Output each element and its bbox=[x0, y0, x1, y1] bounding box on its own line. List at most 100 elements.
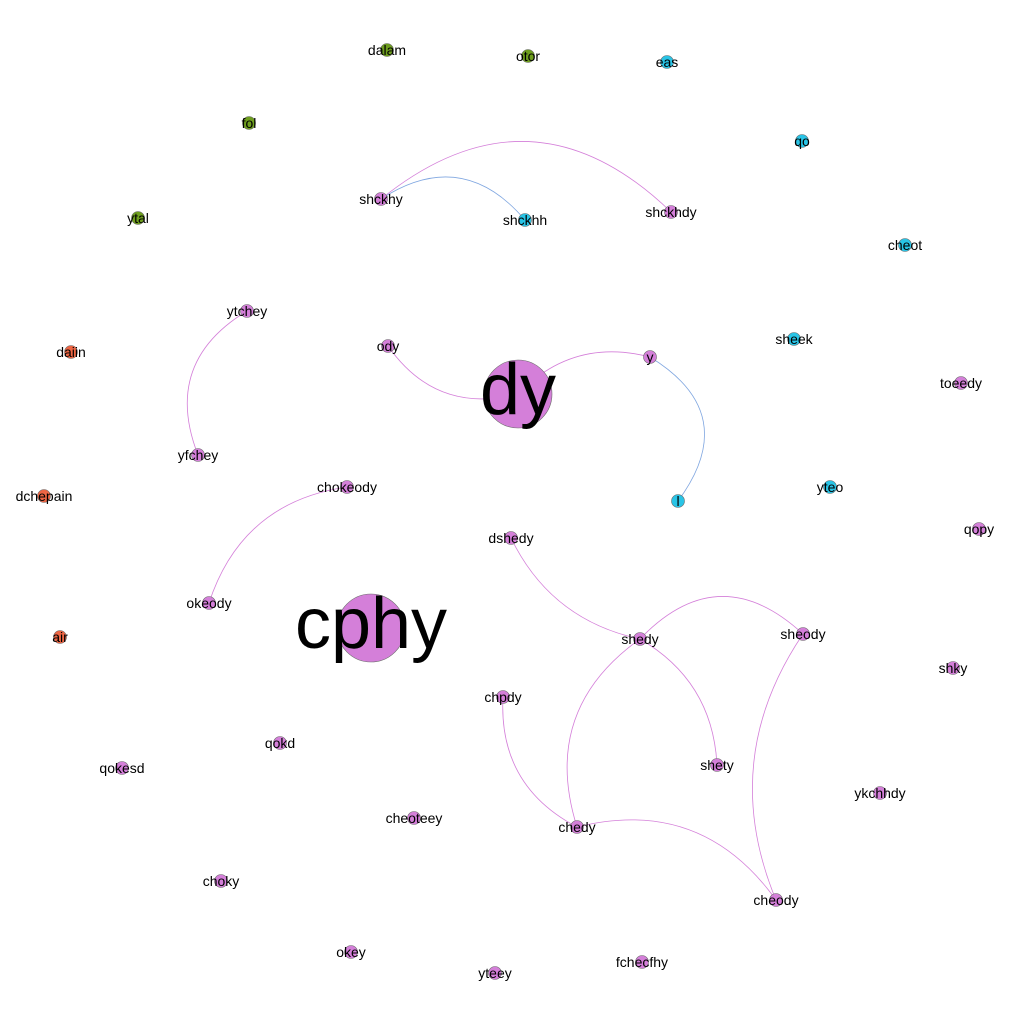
node-dy[interactable]: dy bbox=[480, 350, 556, 430]
node-label-ytchey: ytchey bbox=[227, 303, 267, 319]
node-circle-chpdy[interactable] bbox=[496, 690, 510, 704]
node-circle-shety[interactable] bbox=[710, 758, 724, 772]
node-dshedy[interactable]: dshedy bbox=[488, 530, 533, 546]
node-circle-ytchey[interactable] bbox=[240, 304, 254, 318]
node-toeedy[interactable]: toeedy bbox=[940, 375, 982, 391]
node-label-sheek: sheek bbox=[775, 331, 813, 347]
node-circle-cheot[interactable] bbox=[898, 238, 912, 252]
node-otor[interactable]: otor bbox=[516, 48, 540, 64]
node-circle-dshedy[interactable] bbox=[504, 531, 518, 545]
node-dchepain[interactable]: dchepain bbox=[16, 488, 73, 504]
node-circle-yteo[interactable] bbox=[823, 480, 837, 494]
node-circle-eas[interactable] bbox=[660, 55, 674, 69]
node-circle-qokd[interactable] bbox=[273, 736, 287, 750]
node-circle-cphy[interactable] bbox=[336, 593, 406, 663]
node-circle-shckhh[interactable] bbox=[518, 213, 532, 227]
node-ody[interactable]: ody bbox=[377, 338, 400, 354]
node-eas[interactable]: eas bbox=[656, 54, 679, 70]
node-circle-choky[interactable] bbox=[214, 874, 228, 888]
node-circle-cheody[interactable] bbox=[769, 893, 783, 907]
node-okey[interactable]: okey bbox=[336, 944, 366, 960]
node-fol[interactable]: fol bbox=[242, 115, 257, 131]
node-layer: dy cphy dalam otor eas fol qo ytal shckhy shckhh s… bbox=[16, 42, 995, 981]
node-dalam[interactable]: dalam bbox=[368, 42, 406, 58]
node-circle-chokeody[interactable] bbox=[340, 480, 354, 494]
node-ytal[interactable]: ytal bbox=[127, 210, 149, 226]
edge-shckhy-shckhdy bbox=[380, 140, 672, 213]
edge-dshedy-shedy bbox=[510, 537, 641, 640]
node-qokesd[interactable]: qokesd bbox=[99, 760, 144, 776]
node-circle-qo[interactable] bbox=[795, 134, 809, 148]
node-cphy[interactable]: cphy bbox=[295, 584, 447, 664]
node-label-shckhdy: shckhdy bbox=[645, 204, 696, 220]
node-circle-qokesd[interactable] bbox=[115, 761, 129, 775]
node-choky[interactable]: choky bbox=[203, 873, 240, 889]
node-circle-fol[interactable] bbox=[242, 116, 256, 130]
node-circle-sheody[interactable] bbox=[796, 627, 810, 641]
node-circle-cheoteey[interactable] bbox=[407, 811, 421, 825]
node-fchecfhy[interactable]: fchecfhy bbox=[616, 954, 668, 970]
node-circle-fchecfhy[interactable] bbox=[635, 955, 649, 969]
node-circle-toeedy[interactable] bbox=[954, 376, 968, 390]
node-ykchhdy[interactable]: ykchhdy bbox=[854, 785, 905, 801]
node-circle-qopy[interactable] bbox=[972, 522, 986, 536]
node-circle-okey[interactable] bbox=[344, 945, 358, 959]
node-label-choky: choky bbox=[203, 873, 240, 889]
node-yteey[interactable]: yteey bbox=[478, 965, 511, 981]
node-label-daiin: daiin bbox=[56, 344, 86, 360]
node-label-fol: fol bbox=[242, 115, 257, 131]
node-l[interactable]: l bbox=[671, 493, 685, 509]
node-circle-ytal[interactable] bbox=[131, 211, 145, 225]
node-daiin[interactable]: daiin bbox=[56, 344, 86, 360]
node-circle-l[interactable] bbox=[671, 494, 685, 508]
node-circle-shky[interactable] bbox=[946, 661, 960, 675]
node-yteo[interactable]: yteo bbox=[817, 479, 844, 495]
edge-shedy-sheody bbox=[639, 596, 804, 640]
node-circle-ykchhdy[interactable] bbox=[873, 786, 887, 800]
node-circle-dy[interactable] bbox=[483, 359, 553, 429]
node-shedy[interactable]: shedy bbox=[621, 631, 658, 647]
node-qopy[interactable]: qopy bbox=[964, 521, 994, 537]
node-circle-yfchey[interactable] bbox=[191, 448, 205, 462]
node-okeody[interactable]: okeody bbox=[186, 595, 231, 611]
node-label-shky: shky bbox=[939, 660, 968, 676]
node-chokeody[interactable]: chokeody bbox=[317, 479, 377, 495]
node-qokd[interactable]: qokd bbox=[265, 735, 295, 751]
node-label-toeedy: toeedy bbox=[940, 375, 982, 391]
node-label-l: l bbox=[676, 493, 679, 509]
node-shckhh[interactable]: shckhh bbox=[503, 212, 547, 228]
node-label-dshedy: dshedy bbox=[488, 530, 533, 546]
node-circle-sheek[interactable] bbox=[787, 332, 801, 346]
node-yfchey[interactable]: yfchey bbox=[178, 447, 218, 463]
node-circle-shckhdy[interactable] bbox=[664, 205, 678, 219]
node-circle-shedy[interactable] bbox=[633, 632, 647, 646]
node-chedy[interactable]: chedy bbox=[558, 819, 595, 835]
node-chpdy[interactable]: chpdy bbox=[484, 689, 521, 705]
node-shckhdy[interactable]: shckhdy bbox=[645, 204, 696, 220]
node-circle-air[interactable] bbox=[53, 630, 67, 644]
node-cheody[interactable]: cheody bbox=[753, 892, 798, 908]
node-y[interactable]: y bbox=[643, 349, 657, 365]
node-circle-yteey[interactable] bbox=[488, 966, 502, 980]
node-circle-dalam[interactable] bbox=[380, 43, 394, 57]
node-circle-dchepain[interactable] bbox=[37, 489, 51, 503]
node-circle-shckhy[interactable] bbox=[374, 192, 388, 206]
node-qo[interactable]: qo bbox=[794, 133, 810, 149]
node-circle-chedy[interactable] bbox=[570, 820, 584, 834]
node-ytchey[interactable]: ytchey bbox=[227, 303, 267, 319]
node-circle-okeody[interactable] bbox=[202, 596, 216, 610]
node-air[interactable]: air bbox=[52, 629, 68, 645]
node-circle-daiin[interactable] bbox=[64, 345, 78, 359]
node-label-dchepain: dchepain bbox=[16, 488, 73, 504]
node-circle-ody[interactable] bbox=[381, 339, 395, 353]
node-cheoteey[interactable]: cheoteey bbox=[386, 810, 443, 826]
node-sheody[interactable]: sheody bbox=[780, 626, 825, 642]
node-shckhy[interactable]: shckhy bbox=[359, 191, 403, 207]
node-circle-y[interactable] bbox=[643, 350, 657, 364]
node-cheot[interactable]: cheot bbox=[888, 237, 922, 253]
node-circle-otor[interactable] bbox=[521, 49, 535, 63]
node-shky[interactable]: shky bbox=[939, 660, 968, 676]
node-sheek[interactable]: sheek bbox=[775, 331, 813, 347]
node-shety[interactable]: shety bbox=[700, 757, 733, 773]
